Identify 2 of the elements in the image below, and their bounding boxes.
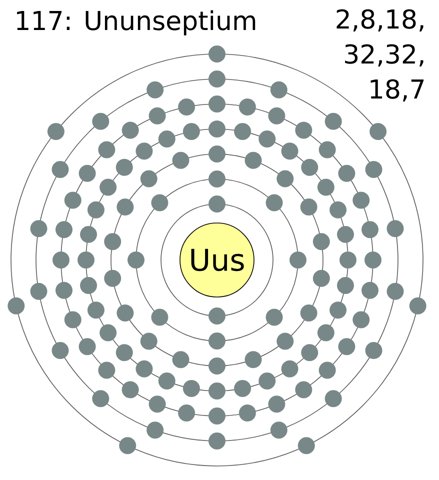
title: 117: Ununseptium [17,10,256,36]
shell-configuration: 2,8,18, 32,32, 18,7 [336,9,424,102]
